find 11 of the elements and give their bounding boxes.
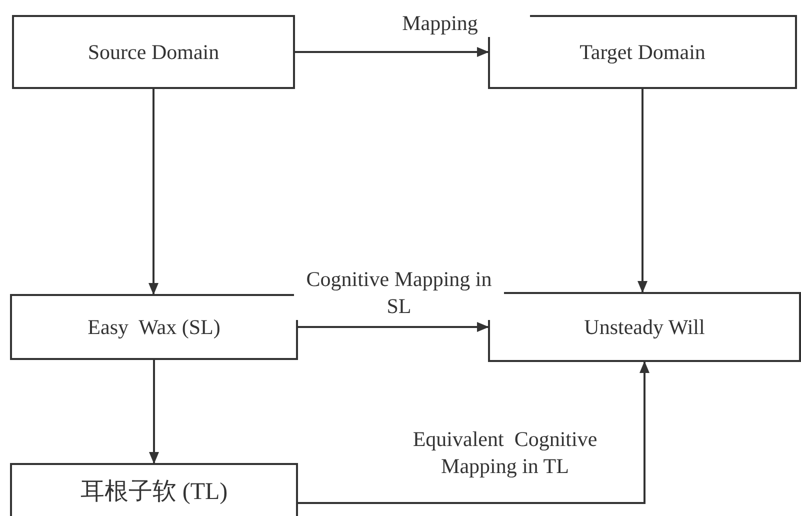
process-box: Source Domain: [12, 15, 295, 89]
arrow: [298, 322, 489, 332]
arrow: [148, 89, 158, 295]
process-box: Unsteady Will: [488, 292, 801, 362]
arrow: [149, 360, 159, 464]
process-box: 耳根子软 (TL): [10, 463, 298, 516]
arrow: [638, 89, 648, 293]
arrow: [295, 47, 489, 57]
process-box: Target Domain: [488, 15, 797, 89]
arrow: [298, 361, 650, 504]
process-box: Easy Wax (SL): [10, 294, 298, 360]
